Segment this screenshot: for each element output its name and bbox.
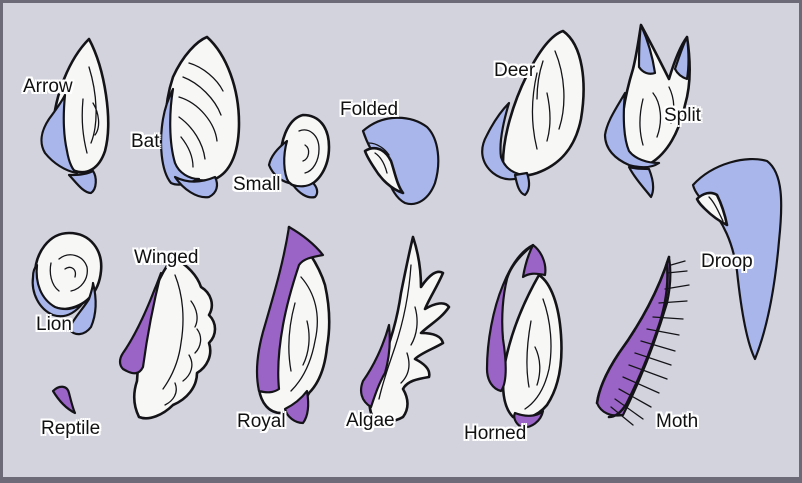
label-bat: Bat bbox=[131, 131, 160, 152]
label-arrow: Arrow bbox=[23, 76, 73, 97]
label-small: Small bbox=[233, 174, 281, 195]
reptile-ear bbox=[51, 385, 77, 415]
label-horned: Horned bbox=[464, 423, 527, 444]
split-ear bbox=[603, 23, 692, 199]
moth-ear bbox=[595, 255, 690, 426]
arrow-ear bbox=[40, 37, 110, 195]
small-ear bbox=[267, 113, 331, 199]
bat-ear bbox=[159, 35, 241, 199]
label-lion: Lion bbox=[36, 314, 72, 335]
label-deer: Deer bbox=[494, 60, 536, 81]
ear-illustrations bbox=[31, 23, 783, 429]
label-folded: Folded bbox=[340, 99, 399, 120]
label-reptile: Reptile bbox=[41, 418, 101, 439]
label-royal: Royal bbox=[237, 411, 286, 432]
label-algae: Algae bbox=[346, 410, 395, 431]
label-droop: Droop bbox=[701, 251, 753, 272]
droop-ear bbox=[691, 157, 783, 361]
label-winged: Winged bbox=[134, 247, 199, 268]
royal-ear bbox=[255, 225, 331, 425]
algae-ear bbox=[360, 235, 451, 423]
lion-ear bbox=[31, 231, 103, 336]
horned-ear bbox=[485, 243, 563, 429]
label-moth: Moth bbox=[656, 411, 699, 432]
deer-ear bbox=[481, 29, 585, 197]
winged-ear bbox=[118, 255, 217, 420]
label-split: Split bbox=[664, 105, 701, 126]
folded-ear bbox=[361, 116, 440, 206]
